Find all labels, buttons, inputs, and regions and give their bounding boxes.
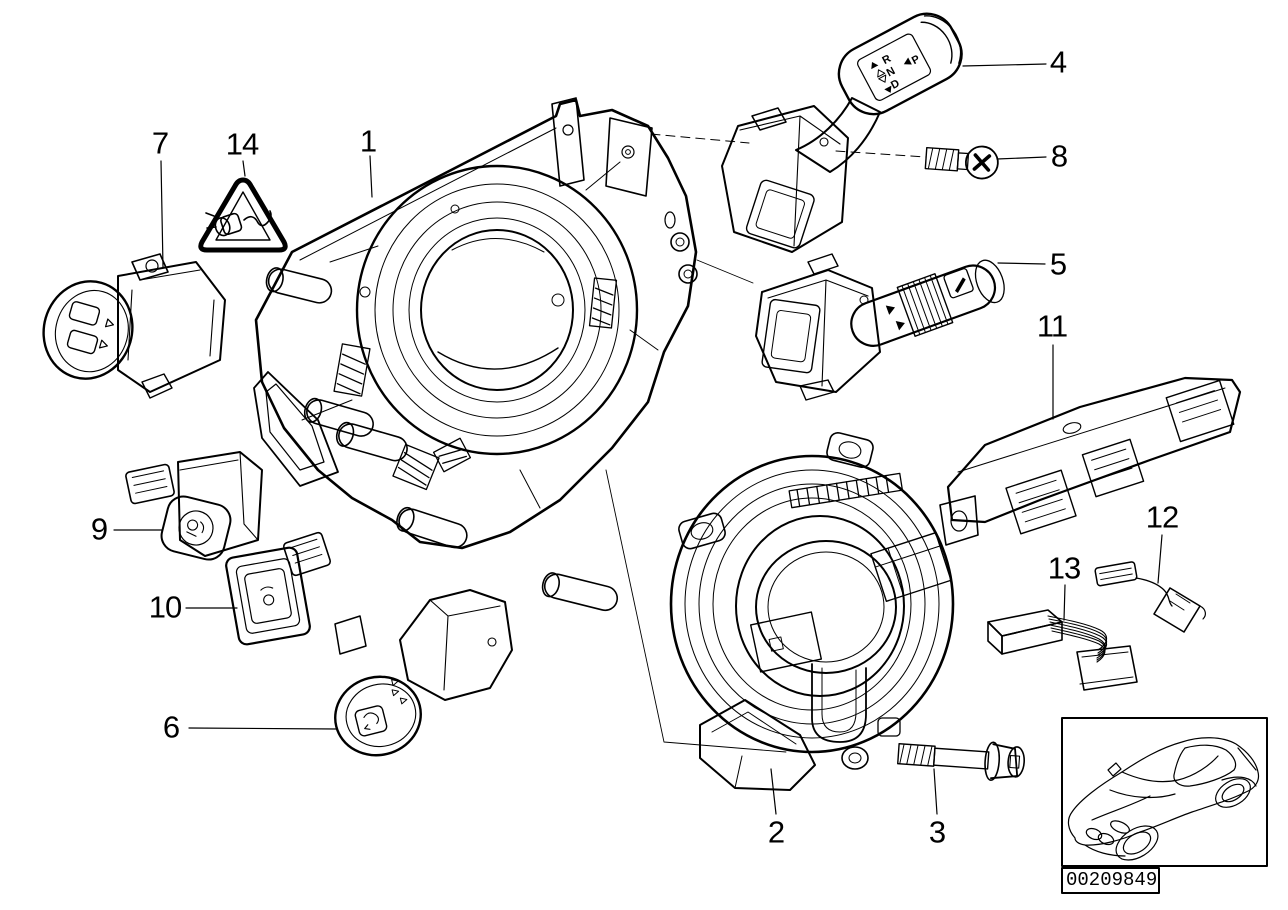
diagram-code-box <box>1061 867 1160 894</box>
resume-button-icon <box>363 712 379 730</box>
part-11-control-module-drawing <box>939 376 1242 546</box>
part-9-switch-drawing <box>125 451 263 561</box>
callout-7[interactable]: 7 <box>151 125 169 161</box>
part-14-warning-triangle <box>198 177 288 253</box>
part-10-switch-drawing <box>225 531 332 646</box>
part-4-gear-selector-drawing: R N D P <box>721 12 963 253</box>
connector-warning-icon <box>205 210 272 237</box>
part-12-jumper-wire-drawing <box>1094 561 1206 633</box>
callout-2[interactable]: 2 <box>767 814 785 850</box>
shift-arrow-icons <box>871 57 912 93</box>
rotary-switch-icon <box>186 519 205 537</box>
shift-pattern-markings: R N D P <box>880 53 922 92</box>
callout-11[interactable]: 11 <box>1036 308 1068 344</box>
diagram-code: 00209849 <box>1066 869 1158 891</box>
part-5-wiper-stalk-drawing <box>755 253 1005 401</box>
stalk-arrow-icons <box>391 679 408 705</box>
callout-13[interactable]: 13 <box>1047 550 1081 586</box>
callout-10[interactable]: 10 <box>148 589 182 625</box>
callout-4[interactable]: 4 <box>1049 44 1067 80</box>
leader-lines <box>113 63 1163 815</box>
part-2-coil-spring-drawing <box>669 431 955 791</box>
kidney-grille-icon <box>1085 827 1115 846</box>
side-mirror-icon <box>1107 762 1122 777</box>
headlight-icon <box>1110 820 1130 834</box>
assembly-dashed-guides <box>650 133 927 158</box>
wiper-speed-icons <box>885 277 966 331</box>
part-7-turn-signal-switch-drawing <box>42 253 226 399</box>
callout-9[interactable]: 9 <box>90 511 108 547</box>
callout-12[interactable]: 12 <box>1145 499 1179 535</box>
part-6-cruise-stalk-drawing <box>334 589 513 757</box>
callout-14[interactable]: 14 <box>225 126 259 162</box>
part-1-switch-housing-drawing <box>253 97 698 612</box>
vehicle-thumbnail-box <box>1061 717 1268 867</box>
rocker-switch-icon <box>260 586 275 606</box>
marking-P: P <box>910 53 922 67</box>
callout-6[interactable]: 6 <box>162 709 180 745</box>
callout-1[interactable]: 1 <box>359 123 377 159</box>
callout-3[interactable]: 3 <box>928 814 946 850</box>
vehicle-outline-drawing <box>1067 737 1260 861</box>
part-8-screw-drawing <box>924 145 999 180</box>
part-3-bolt-drawing <box>897 741 1025 781</box>
callout-8[interactable]: 8 <box>1050 138 1068 174</box>
callout-5[interactable]: 5 <box>1049 246 1067 282</box>
part-13-ribbon-cable-drawing <box>987 609 1138 691</box>
